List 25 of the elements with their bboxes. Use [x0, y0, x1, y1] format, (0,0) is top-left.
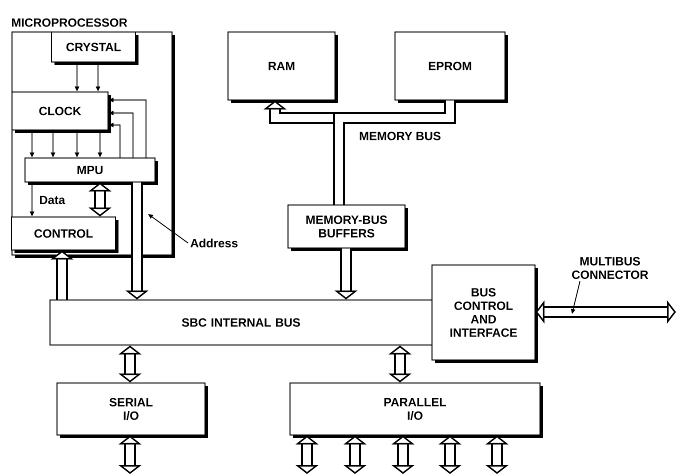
block-box: CRYSTAL — [51, 32, 138, 65]
block-box: CLOCK — [12, 92, 111, 133]
bus-arrow — [343, 436, 367, 474]
bus-arrow — [118, 346, 142, 382]
label-text: Data — [40, 196, 66, 204]
block-box: BUS CONTROL AND INTERFACE — [432, 264, 538, 363]
block-box: MEMORY-BUS BUFFERS — [288, 204, 408, 251]
bus-arrow — [295, 436, 319, 474]
bus-arrow — [391, 436, 415, 474]
callout-text: MULTIBUS CONNECTOR — [572, 257, 648, 279]
bus-arrow — [536, 300, 676, 324]
bus-arrow — [438, 436, 462, 474]
leader-line — [148, 214, 188, 244]
block-box: RAM — [228, 32, 338, 103]
block-box: PARALLEL I/O — [290, 382, 543, 438]
block-box: EPROM — [394, 32, 508, 103]
callout-text: Address — [190, 238, 238, 248]
bus-arrow — [118, 436, 142, 474]
bus-arrow — [388, 346, 412, 382]
bus-band: SBC INTERNAL BUS — [50, 300, 432, 346]
label-text: MEMORY BUS — [360, 132, 440, 140]
bus-arrow — [485, 436, 509, 474]
node-label: MICROPROCESSOR — [12, 18, 128, 27]
bus-arrow — [88, 182, 112, 216]
block-box: SERIAL I/O — [56, 382, 208, 438]
